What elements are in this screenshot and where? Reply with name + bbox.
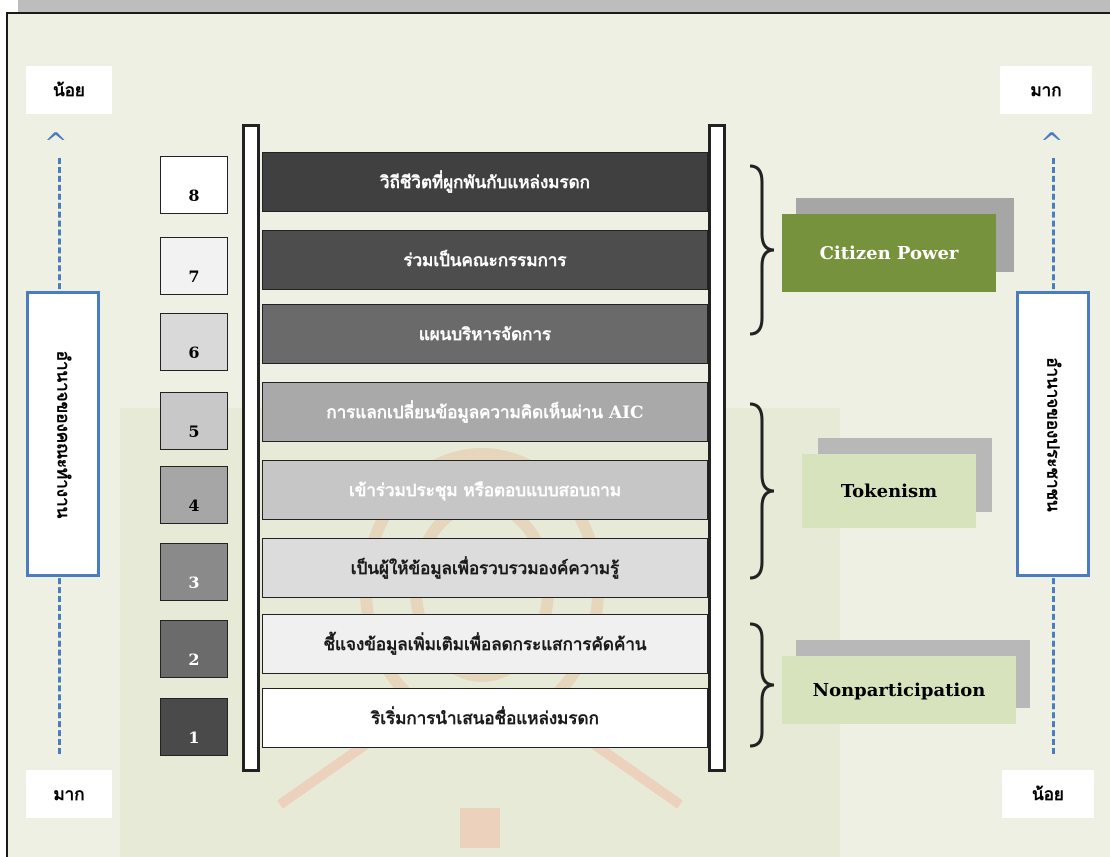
tokenism-label: Tokenism [802,454,976,528]
ladder-rung-3: เป็นผู้ให้ข้อมูลเพื่อรวบรวมองค์ความรู้ [262,538,708,598]
nonparticipation-label: Nonparticipation [782,656,1016,724]
level-number-5: 5 [160,392,228,450]
watermark-ray [460,808,500,848]
right-arrow-up-icon: ^ [1040,127,1064,160]
right-bottom-label: น้อย [1002,770,1094,818]
ladder-rung-2: ชี้แจงข้อมูลเพิ่มเติมเพื่อลดกระแสการคัดค… [262,614,708,674]
level-number-8: 8 [160,156,228,214]
level-number-2: 2 [160,620,228,678]
left-top-label: น้อย [26,66,112,114]
left-axis-box: อำนาจของคณะทำงาน [26,291,100,577]
right-axis-box: อำนาจของประชาชน [1016,291,1090,577]
ladder-rung-8: วิถีชีวิตที่ผูกพันกับแหล่งมรดก [262,152,708,212]
top-border-bar [18,0,1110,12]
right-top-label: มาก [1000,66,1092,114]
brace-tokenism [749,402,775,580]
watermark-ray [277,737,373,809]
ladder-right-rail [708,124,726,772]
level-number-1: 1 [160,698,228,756]
ladder-rung-1: ริเริ่มการนำเสนอชื่อแหล่งมรดก [262,688,708,748]
left-bottom-label: มาก [26,770,112,818]
ladder-rung-7: ร่วมเป็นคณะกรรมการ [262,230,708,290]
level-number-4: 4 [160,466,228,524]
left-arrow-up-icon: ^ [44,127,68,160]
brace-nonparticipation [749,622,775,748]
ladder-rung-4: เข้าร่วมประชุม หรือตอบแบบสอบถาม [262,460,708,520]
level-number-3: 3 [160,543,228,601]
level-number-7: 7 [160,237,228,295]
citizen-power-label: Citizen Power [782,214,996,292]
level-number-6: 6 [160,313,228,371]
ladder-left-rail [242,124,260,772]
ladder-rung-6: แผนบริหารจัดการ [262,304,708,364]
left-axis-label: อำนาจของคณะทำงาน [52,350,73,518]
ladder-rung-5: การแลกเปลี่ยนข้อมูลความคิดเห็นผ่าน AIC [262,382,708,442]
watermark-ray [587,737,683,809]
right-axis-label: อำนาจของประชาชน [1042,356,1063,512]
brace-citizen-power [749,164,775,336]
